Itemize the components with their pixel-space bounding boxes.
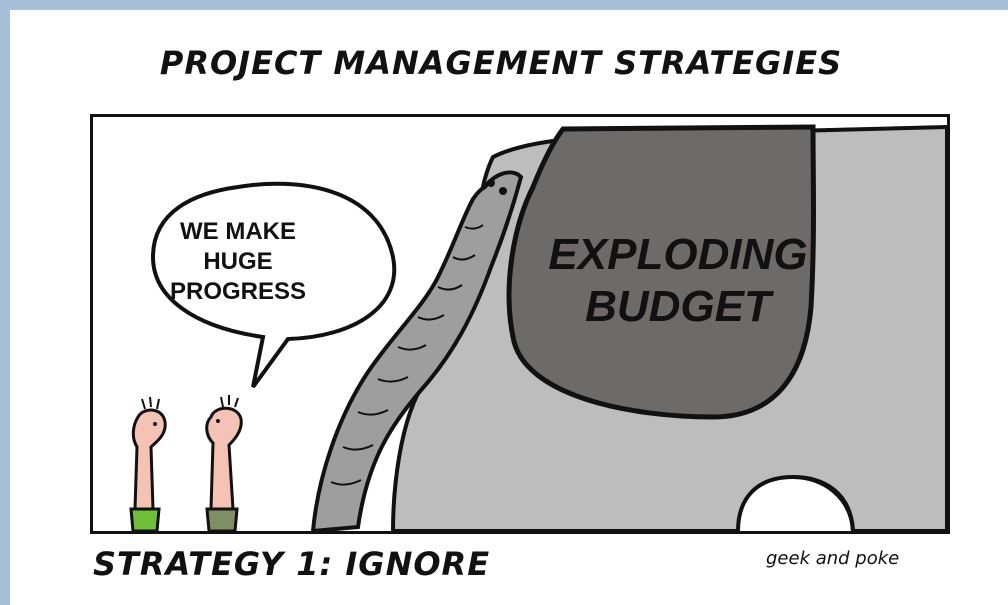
artist-signature: geek and poke — [766, 548, 900, 569]
person-figure-left-icon — [129, 396, 167, 531]
comic-card: PROJECT MANAGEMENT STRATEGIES — [10, 10, 1008, 605]
person-figure-right-icon — [205, 395, 243, 531]
speech-bubble-icon — [150, 181, 397, 389]
comic-title: PROJECT MANAGEMENT STRATEGIES — [159, 44, 843, 82]
comic-panel: WE MAKE HUGE PROGRESS EXPLODING BUDGET — [90, 114, 950, 534]
comic-artwork — [129, 124, 947, 531]
speech-bubble-text: WE MAKE HUGE PROGRESS — [169, 218, 307, 305]
budget-patch-icon — [506, 124, 816, 420]
elephant-trunk-icon — [310, 170, 524, 531]
strategy-caption: STRATEGY 1: IGNORE — [93, 545, 491, 583]
exploding-budget-label: EXPLODING BUDGET — [548, 230, 808, 331]
